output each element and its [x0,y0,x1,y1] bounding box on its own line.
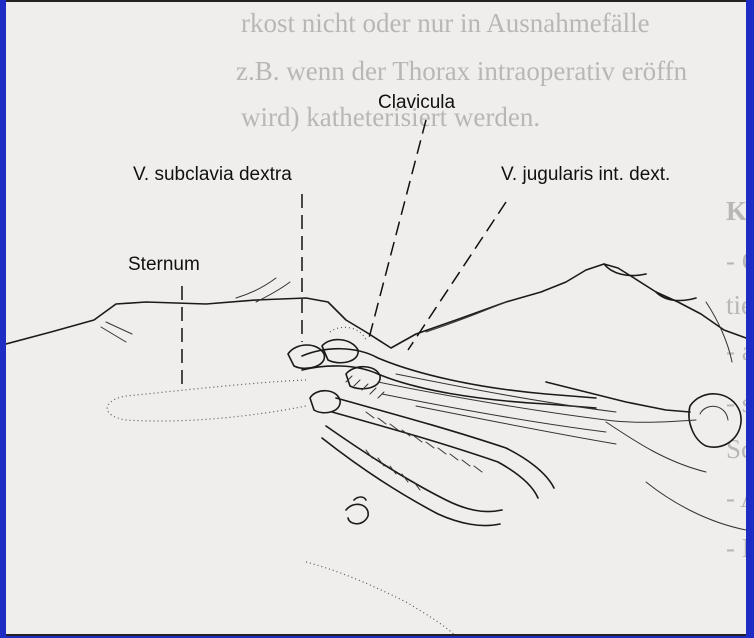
background-text-line: rkost nicht oder nur in Ausnahmefälle [241,8,650,38]
v-jugularis-label: V. jugularis int. dext. [501,164,670,185]
background-text-line: - Adipositas, [726,483,746,513]
background-text: rkost nicht oder nur in Ausnahmefälle z.… [236,8,746,563]
background-text-line: - starke Deformierung des Thorax und [726,388,746,418]
background-text-line: tientherapie, [726,290,746,320]
background-text-line: - Gerinnungsstörungen und Antikoagulan- [726,246,746,276]
illustration-frame: rkost nicht oder nur in Ausnahmefälle z.… [6,0,746,636]
v-subclavia-dextra-label: V. subclavia dextra [133,164,292,185]
background-text-line: z.B. wenn der Thorax intraoperativ eröff… [236,56,688,86]
v-jugularis-leader-line [408,202,506,350]
clavicula-leader-line [368,120,426,342]
background-text-line: - Frakturen im Bereich des Schultergürte… [726,533,746,563]
clavicula-label: Clavicula [378,92,456,113]
sternum-label: Sternum [128,254,200,275]
background-text-line: Kontraindikationen: [726,196,746,226]
leader-lines [182,120,506,388]
background-text-line: Schlüsselbeins, [726,434,746,464]
anatomy-illustration: rkost nicht oder nur in Ausnahmefälle z.… [6,2,746,636]
anatomy-drawing [6,264,746,636]
